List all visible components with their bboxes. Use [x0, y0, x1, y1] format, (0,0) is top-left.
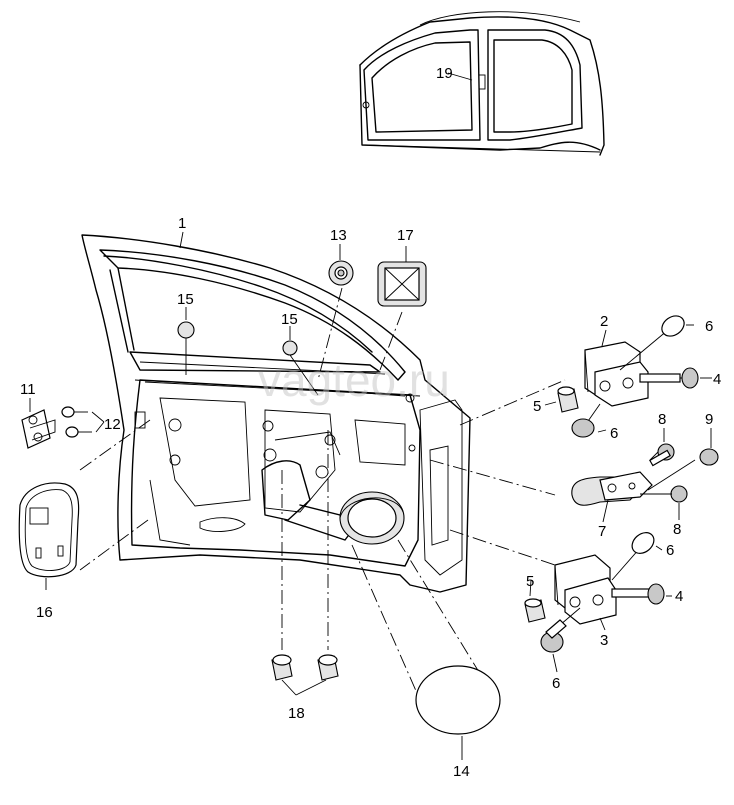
- striker-plate: [21, 406, 92, 449]
- callout-6-mid: 6: [610, 425, 618, 442]
- sealing-foil: [415, 665, 501, 735]
- callout-8-top: 8: [658, 411, 666, 428]
- watermark-text: vagteo.ru: [258, 354, 450, 406]
- callout-8-bottom: 8: [673, 521, 681, 538]
- callout-4-lower: 4: [675, 588, 683, 605]
- callout-9: 9: [705, 411, 713, 428]
- callout-leaders: [29, 72, 712, 760]
- callout-12: 12: [104, 416, 121, 433]
- callout-13: 13: [330, 227, 347, 244]
- lower-hinge: [554, 554, 617, 625]
- callout-5-lower: 5: [526, 573, 534, 590]
- callout-15-left: 15: [177, 291, 194, 308]
- callout-14: 14: [453, 763, 470, 780]
- upper-hinge: [584, 341, 649, 407]
- callout-6-lower: 6: [666, 542, 674, 559]
- door-check-strap: [571, 471, 653, 506]
- callout-7: 7: [598, 523, 606, 540]
- callout-labels: 19 1 13 17 15 15 2 6 4 5 6 8 9 7 8 11 12…: [20, 65, 721, 780]
- callout-11: 11: [20, 381, 36, 398]
- clips: [271, 654, 339, 681]
- callout-15-right: 15: [281, 311, 298, 328]
- callout-6-top: 6: [705, 318, 713, 335]
- plugs: [177, 260, 427, 356]
- callout-17: 17: [397, 227, 414, 244]
- callout-16: 16: [36, 604, 53, 621]
- callout-4-top: 4: [713, 371, 721, 388]
- bolts: [524, 315, 719, 653]
- leader-lines: [79, 287, 566, 701]
- door-seal-cover: [18, 482, 80, 578]
- callout-2: 2: [600, 313, 608, 330]
- callout-5-top: 5: [533, 398, 541, 415]
- door-shell: [81, 234, 471, 593]
- callout-3: 3: [600, 632, 608, 649]
- callout-1: 1: [178, 215, 186, 232]
- callout-6-bottom: 6: [552, 675, 560, 692]
- callout-19: 19: [436, 65, 453, 82]
- car-body-outline: [359, 11, 605, 156]
- callout-18: 18: [288, 705, 305, 722]
